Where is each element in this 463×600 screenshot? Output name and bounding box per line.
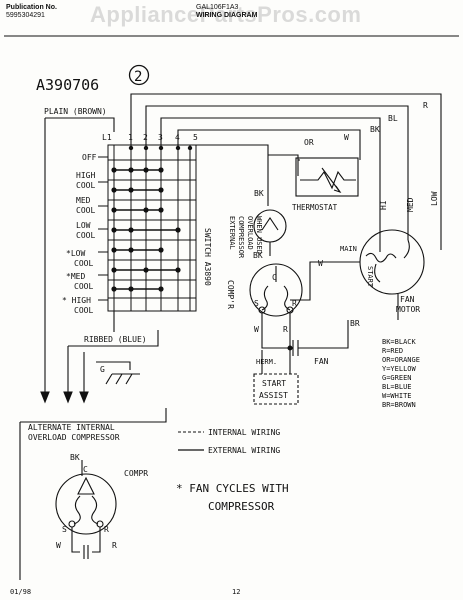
- fan-main-label: MAIN: [340, 245, 357, 253]
- fan-motor-line1: FAN: [400, 295, 415, 304]
- fan-motor-line2: MOTOR: [396, 305, 420, 314]
- switch-bridges: [114, 169, 178, 290]
- legend-y: Y=YELLOW: [382, 365, 417, 373]
- pos-off: OFF: [82, 153, 97, 162]
- legend-bk: BK=BLACK: [382, 338, 417, 346]
- pos-star-med: *MED: [66, 272, 85, 281]
- compressor-label: COMP'R: [226, 280, 235, 309]
- ext-overload-line1: EXTERNAL: [228, 216, 236, 250]
- plain-lead-wire: [40, 117, 115, 404]
- alt-overload-title2: OVERLOAD COMPRESSOR: [28, 433, 120, 442]
- watermark: AppliancePartsPros.com: [90, 2, 362, 27]
- pos-low: LOW: [76, 221, 91, 230]
- pos-star-low-cool: COOL: [74, 259, 93, 268]
- terminal-l1: L1: [102, 133, 112, 142]
- fan-cap-label: FAN: [314, 357, 329, 366]
- fan-motor-symbol: [290, 229, 425, 320]
- footer-page: 12: [232, 588, 240, 596]
- thermostat-label: THERMOSTAT: [292, 203, 338, 212]
- start-assist-line2: ASSIST: [259, 391, 288, 400]
- start-assist-box: [253, 350, 299, 405]
- fan-cycles-line1: * FAN CYCLES WITH: [176, 482, 289, 495]
- pos-med: MED: [76, 196, 91, 205]
- overload-symbol: [253, 209, 287, 256]
- alt-r-terminal: R: [104, 525, 109, 534]
- run-capacitor: [261, 313, 349, 356]
- alt-r-label: R: [112, 541, 117, 550]
- pos-high: HIGH: [76, 171, 95, 180]
- comp-s-terminal: S: [254, 299, 259, 308]
- legend-bl: BL=BLUE: [382, 383, 412, 391]
- alt-overload-inset: [19, 408, 167, 580]
- fan-cycles-line2: COMPRESSOR: [208, 500, 275, 513]
- alt-compr-label: COMPR: [124, 469, 148, 478]
- fan-hi-label: HI: [379, 200, 388, 210]
- ground-label: G: [100, 365, 105, 374]
- wire-bk-label: BK: [370, 125, 380, 134]
- legend-or: OR=ORANGE: [382, 356, 420, 364]
- page-title: WIRING DIAGRAM: [196, 12, 258, 19]
- legend-r: R=RED: [382, 347, 403, 355]
- pos-star-high: * HIGH: [62, 296, 91, 305]
- wire-or-label: OR: [304, 138, 314, 147]
- legend-g: G=GREEN: [382, 374, 412, 382]
- thermostat-symbol: [295, 157, 359, 197]
- ground-symbol: [96, 361, 140, 385]
- model-number: GAL106F1A3: [196, 4, 239, 11]
- alt-bk-label: BK: [70, 453, 80, 462]
- plain-lead-label: PLAIN (BROWN): [44, 107, 107, 116]
- wire-bl-label: BL: [388, 114, 398, 123]
- ext-overload-line2: COMPRESSOR: [237, 216, 245, 259]
- wire-w-label: W: [344, 133, 349, 142]
- ribbed-lead-wire: [63, 311, 159, 404]
- pos-star-med-cool: COOL: [74, 282, 93, 291]
- alt-c-terminal: C: [83, 465, 88, 474]
- legend-w: W=WHITE: [382, 392, 412, 400]
- ext-overload-line3: OVERLOAD: [246, 216, 254, 250]
- terminal-5: 5: [193, 133, 198, 142]
- circled-number: 2: [134, 69, 142, 85]
- comp-bk-label: BK: [253, 251, 263, 260]
- pos-med-cool: COOL: [76, 206, 95, 215]
- external-wiring-label: EXTERNAL WIRING: [208, 446, 280, 455]
- footer-date: 01/98: [10, 588, 31, 596]
- pos-low-cool: COOL: [76, 231, 95, 240]
- fan-w-label: W: [318, 259, 323, 268]
- alt-overload-title1: ALTERNATE INTERNAL: [28, 423, 115, 432]
- alt-compressor-symbol: [55, 460, 117, 559]
- wire-r-label: R: [423, 101, 428, 110]
- wire-br-label: BR: [350, 319, 360, 328]
- publication-label: Publication No.: [6, 4, 57, 11]
- legend-br: BR=BROWN: [382, 401, 416, 409]
- alt-w-label: W: [56, 541, 61, 550]
- publication-number: 5995304291: [6, 12, 45, 19]
- part-number: A390706: [36, 76, 99, 94]
- load-wires: [130, 93, 442, 250]
- fan-start-label: START: [366, 266, 374, 288]
- overload-bk-label: BK: [254, 189, 264, 198]
- comp-c-terminal: C: [272, 273, 277, 282]
- circled-number-ring: [128, 64, 150, 86]
- alt-s-terminal: S: [62, 525, 67, 534]
- comp-w-label: W: [254, 325, 259, 334]
- fan-low-label: LOW: [430, 191, 439, 206]
- comp-r-terminal: R: [292, 299, 297, 308]
- pos-high-cool: COOL: [76, 181, 95, 190]
- compressor-symbol: [249, 263, 303, 317]
- fan-med-label: MED: [406, 197, 415, 212]
- pos-star-low: *LOW: [66, 249, 85, 258]
- switch-label: SWITCH A3890: [203, 228, 212, 286]
- start-assist-line1: START: [262, 379, 286, 388]
- pos-star-high-cool: COOL: [74, 306, 93, 315]
- comp-r-label: R: [283, 325, 288, 334]
- herm-label: HERM.: [256, 358, 277, 366]
- internal-wiring-label: INTERNAL WIRING: [208, 428, 280, 437]
- ribbed-lead-label: RIBBED (BLUE): [84, 335, 147, 344]
- ext-overload-line4: WHEN USED: [255, 216, 263, 254]
